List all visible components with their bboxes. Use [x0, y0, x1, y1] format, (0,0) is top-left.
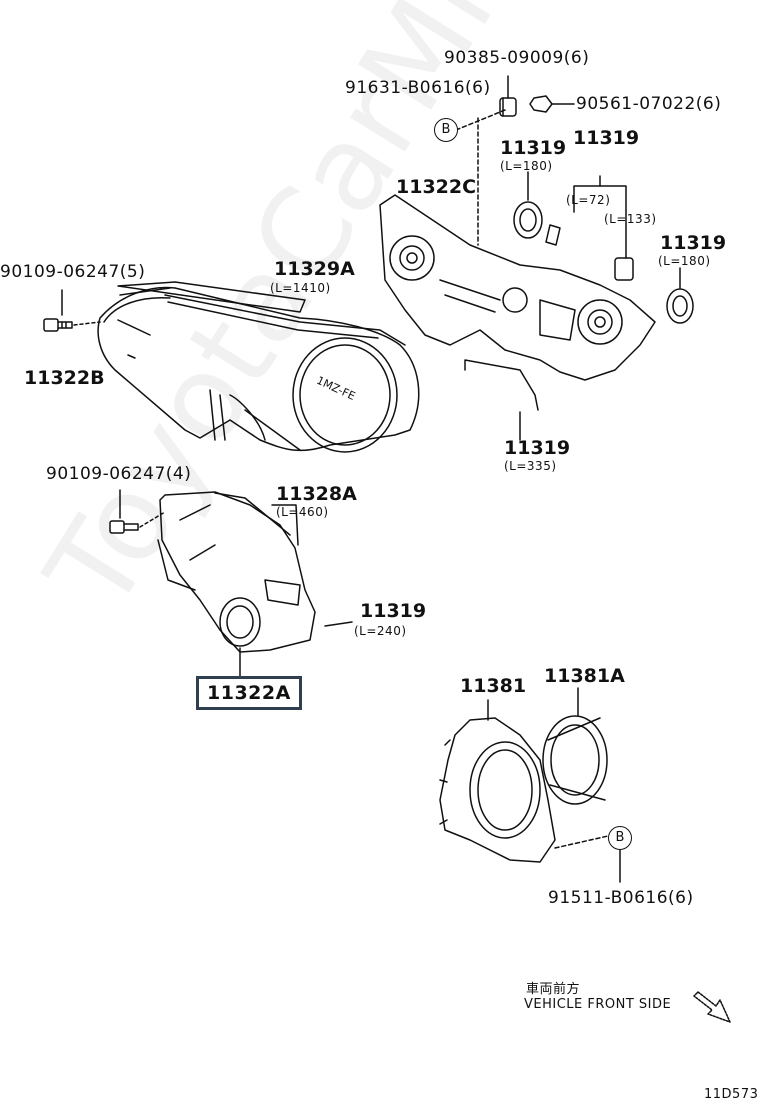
label-90561-07022: 90561-07022(6): [576, 94, 722, 114]
leader-11319-e: [324, 621, 353, 627]
label-11319-b-length-133: (L=133): [604, 212, 657, 226]
bolt-90109-4[interactable]: [109, 520, 139, 534]
seal-11319-133[interactable]: [614, 257, 634, 281]
label-11322a-highlighted[interactable]: 11322A: [196, 676, 302, 710]
label-11329a: 11329A: [274, 258, 355, 280]
seal-11319-72[interactable]: [545, 224, 561, 246]
label-90385-09009: 90385-09009(6): [444, 48, 590, 68]
label-11319-e-length: (L=240): [354, 624, 407, 638]
dash-90109-5: [73, 321, 101, 326]
ref-circle-b-upper: B: [434, 118, 458, 142]
label-11319-c-length: (L=180): [658, 254, 711, 268]
label-11319-b-length-72: (L=72): [566, 193, 611, 207]
label-11319-d-length: (L=335): [504, 459, 557, 473]
ref-circle-b-lower: B: [608, 826, 632, 850]
label-11328a: 11328A: [276, 483, 357, 505]
seal-11319-180-upper[interactable]: [513, 201, 543, 239]
label-11329a-length: (L=1410): [270, 281, 331, 295]
front-direction-arrow-icon: [693, 991, 731, 1023]
label-11322c: 11322C: [396, 176, 477, 198]
rear-timing-cover-11322c[interactable]: [379, 194, 656, 381]
label-11319-d: 11319: [504, 437, 571, 459]
diagram-code: 11D573: [704, 1087, 759, 1102]
engine-mark-text: 1MZ-FE: [315, 374, 358, 403]
ref-dash-b1b: [455, 109, 506, 131]
label-11319-b: 11319: [573, 127, 640, 149]
dash-90109-4: [139, 511, 166, 528]
label-11328a-length: (L=460): [276, 505, 329, 519]
upper-timing-cover-11322b[interactable]: [97, 281, 420, 453]
label-11319-e: 11319: [360, 600, 427, 622]
label-11319-a-length: (L=180): [500, 159, 553, 173]
cover-gasket-11328a[interactable]: [157, 492, 291, 591]
oil-seal-retainer-11381[interactable]: [439, 717, 556, 863]
nut-90561[interactable]: [529, 95, 553, 113]
label-11381: 11381: [460, 675, 527, 697]
label-91511-b0616: 91511-B0616(6): [548, 888, 694, 908]
seal-11319-180-lower[interactable]: [666, 288, 694, 324]
label-90109-06247-4: 90109-06247(4): [46, 464, 192, 484]
label-11319-c: 11319: [660, 232, 727, 254]
rear-oil-seal-11381a[interactable]: [542, 715, 608, 805]
label-91631-b0616: 91631-B0616(6): [345, 78, 491, 98]
label-11319-a: 11319: [500, 137, 567, 159]
label-11322b: 11322B: [24, 367, 105, 389]
bolt-90109-5[interactable]: [43, 318, 73, 332]
front-side-english: VEHICLE FRONT SIDE: [524, 997, 672, 1012]
front-side-japanese: 車両前方: [526, 982, 581, 997]
cover-gasket-11329a[interactable]: [164, 294, 406, 346]
label-90109-06247-5: 90109-06247(5): [0, 262, 146, 282]
collar-90385[interactable]: [499, 97, 517, 117]
leader-11328a: [271, 504, 299, 546]
label-11381a: 11381A: [544, 665, 625, 687]
ref-dash-b2: [554, 835, 609, 849]
cover-gasket-11319-335[interactable]: [464, 359, 539, 411]
